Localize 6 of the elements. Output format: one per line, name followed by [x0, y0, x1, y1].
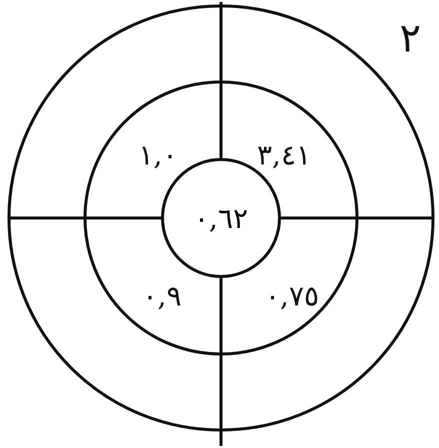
value-text: ٠,٩	[142, 280, 182, 312]
value-text: ٠,٧٥	[265, 280, 319, 312]
value-text: ١,٠	[138, 138, 178, 172]
value-text: ٣,٤١	[257, 138, 311, 172]
value-text: ٠,٦٢	[194, 202, 248, 234]
figure-number: ٢	[400, 14, 420, 62]
